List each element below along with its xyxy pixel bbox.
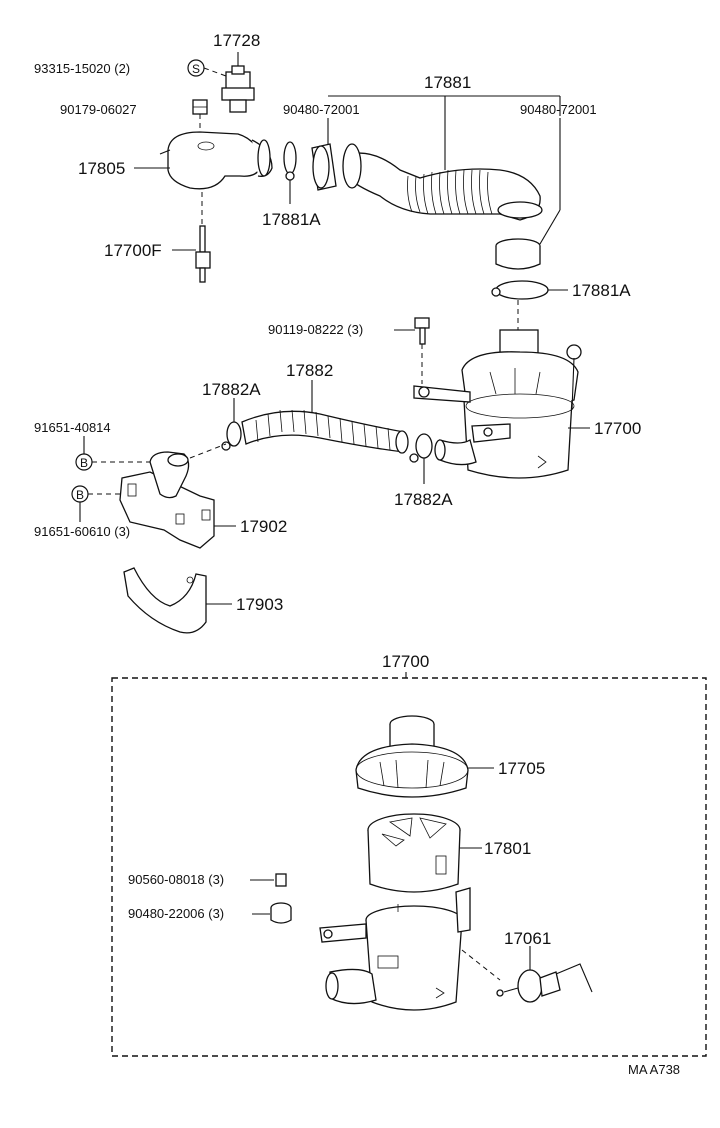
label-17881A-right: 17881A [572, 281, 631, 300]
marker-s-text: S [192, 62, 200, 76]
label-17700-box: 17700 [382, 652, 429, 671]
part-17805-inlet [159, 131, 273, 190]
label-17801: 17801 [484, 839, 531, 858]
part-17881a-clamp-top [283, 141, 297, 204]
detail-box [111, 677, 707, 1057]
label-17700F: 17700F [104, 241, 162, 260]
label-90119: 90119-08222 (3) [268, 322, 363, 337]
part-17728-valve [221, 52, 255, 113]
marker-s: S [187, 59, 227, 77]
label-17903: 17903 [236, 595, 283, 614]
marker-b2-text: B [76, 488, 84, 502]
marker-b1-text: B [80, 456, 88, 470]
part-90480-sleeve-right [495, 118, 561, 270]
part-17881-hose [328, 95, 561, 221]
label-17882: 17882 [286, 361, 333, 380]
marker-b-lower: B [71, 485, 122, 522]
label-17705: 17705 [498, 759, 545, 778]
label-17881: 17881 [424, 73, 471, 92]
label-17902: 17902 [240, 517, 287, 536]
label-17805: 17805 [78, 159, 125, 178]
part-17705-cover [355, 715, 494, 798]
part-90480-22006-grommet [252, 902, 292, 924]
part-17902-bracket [119, 443, 236, 549]
label-91651-b: 91651-60610 (3) [34, 524, 130, 539]
part-17700-case [319, 887, 501, 1011]
part-90560-collar [250, 873, 287, 887]
label-17881A-top: 17881A [262, 210, 321, 229]
label-17728: 17728 [213, 31, 260, 50]
marker-b-upper: B [75, 436, 150, 471]
label-17700-right: 17700 [594, 419, 641, 438]
part-17700f-bolt [195, 192, 211, 283]
label-90560: 90560-08018 (3) [128, 872, 224, 887]
label-17882A-bottom: 17882A [394, 490, 453, 509]
part-17882a-clamp-bottom [409, 433, 433, 484]
label-90480-left: 90480-72001 [283, 102, 360, 117]
label-17061: 17061 [504, 929, 551, 948]
part-90480-sleeve-left [311, 118, 337, 191]
part-17801-filter [367, 813, 482, 893]
figure-reference: MA A738 [628, 1062, 680, 1077]
part-17881a-clamp-right [491, 280, 568, 300]
part-17903-protector [123, 567, 232, 634]
label-90480-22006: 90480-22006 (3) [128, 906, 224, 921]
label-91651-a: 91651-40814 [34, 420, 111, 435]
part-17061-valve [496, 946, 593, 1003]
label-17882A-left: 17882A [202, 380, 261, 399]
part-90119-bolt [394, 317, 430, 384]
label-90480-right: 90480-72001 [520, 102, 597, 117]
label-90179: 90179-06027 [60, 102, 137, 117]
part-17882-hose [241, 380, 409, 454]
part-17700-air-pump [413, 300, 590, 479]
part-17882a-clamp-left [221, 398, 242, 451]
label-93315: 93315-15020 (2) [34, 61, 130, 76]
